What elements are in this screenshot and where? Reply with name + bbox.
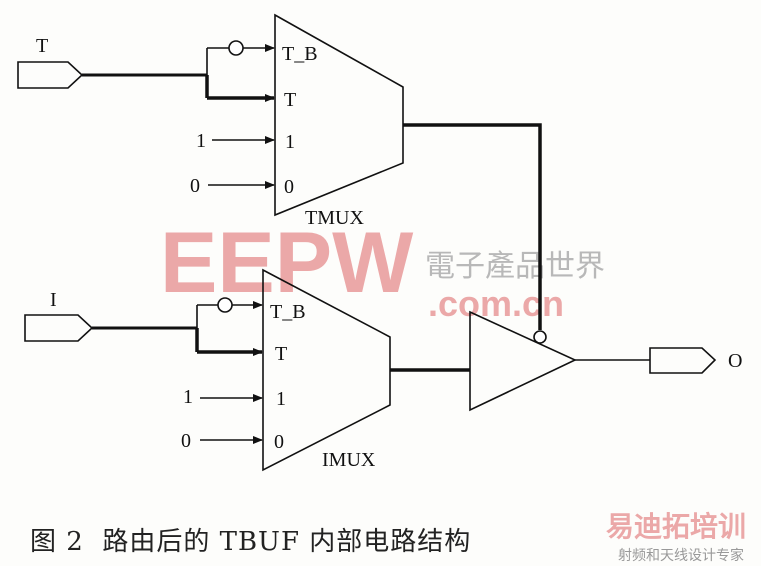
- i-input-label: I: [50, 289, 57, 311]
- corner-watermark-sub: 射频和天线设计专家: [618, 547, 744, 564]
- tmux-const-1: 1: [196, 130, 206, 152]
- figure-caption: 图 2 路由后的 TBUF 内部电路结构: [30, 527, 471, 557]
- corner-watermark: 易迪拓培训 射频和天线设计专家: [606, 510, 746, 564]
- corner-watermark-logo: 易迪拓培训: [606, 510, 746, 543]
- imux-label: IMUX: [322, 449, 376, 471]
- tmux-pin-1: 1: [285, 131, 295, 153]
- tristate-buffer: [469, 310, 577, 412]
- inverter-bubble: [228, 40, 244, 56]
- watermark-domain: .com.cn: [428, 283, 564, 324]
- imux-const-1: 1: [183, 386, 193, 408]
- imux-pin-t: T: [275, 343, 287, 365]
- tmux-const-0: 0: [190, 175, 200, 197]
- tmux-block: [274, 13, 404, 217]
- enable-bubble: [533, 330, 547, 344]
- tmux-pin-tb: T_B: [282, 43, 318, 65]
- watermark-logo: EEPW: [160, 215, 414, 311]
- watermark-cn: 電子產品世界: [425, 249, 605, 284]
- o-output-pad: [649, 347, 717, 374]
- tmux-pin-0: 0: [284, 176, 294, 198]
- tmux-label: TMUX: [305, 207, 364, 229]
- t-input-label: T: [36, 35, 48, 57]
- inverter-bubble: [217, 297, 233, 313]
- imux-pin-0: 0: [274, 431, 284, 453]
- tmux-pin-t: T: [284, 89, 296, 111]
- i-input-pad: [24, 314, 94, 342]
- o-output-label: O: [728, 350, 742, 372]
- imux-pin-tb: T_B: [270, 301, 306, 323]
- eepw-watermark: EEPW 電子產品世界 .com.cn: [160, 215, 605, 324]
- t-input-pad: [17, 61, 84, 89]
- imux-pin-1: 1: [276, 388, 286, 410]
- imux-block: [262, 268, 391, 472]
- imux-const-0: 0: [181, 430, 191, 452]
